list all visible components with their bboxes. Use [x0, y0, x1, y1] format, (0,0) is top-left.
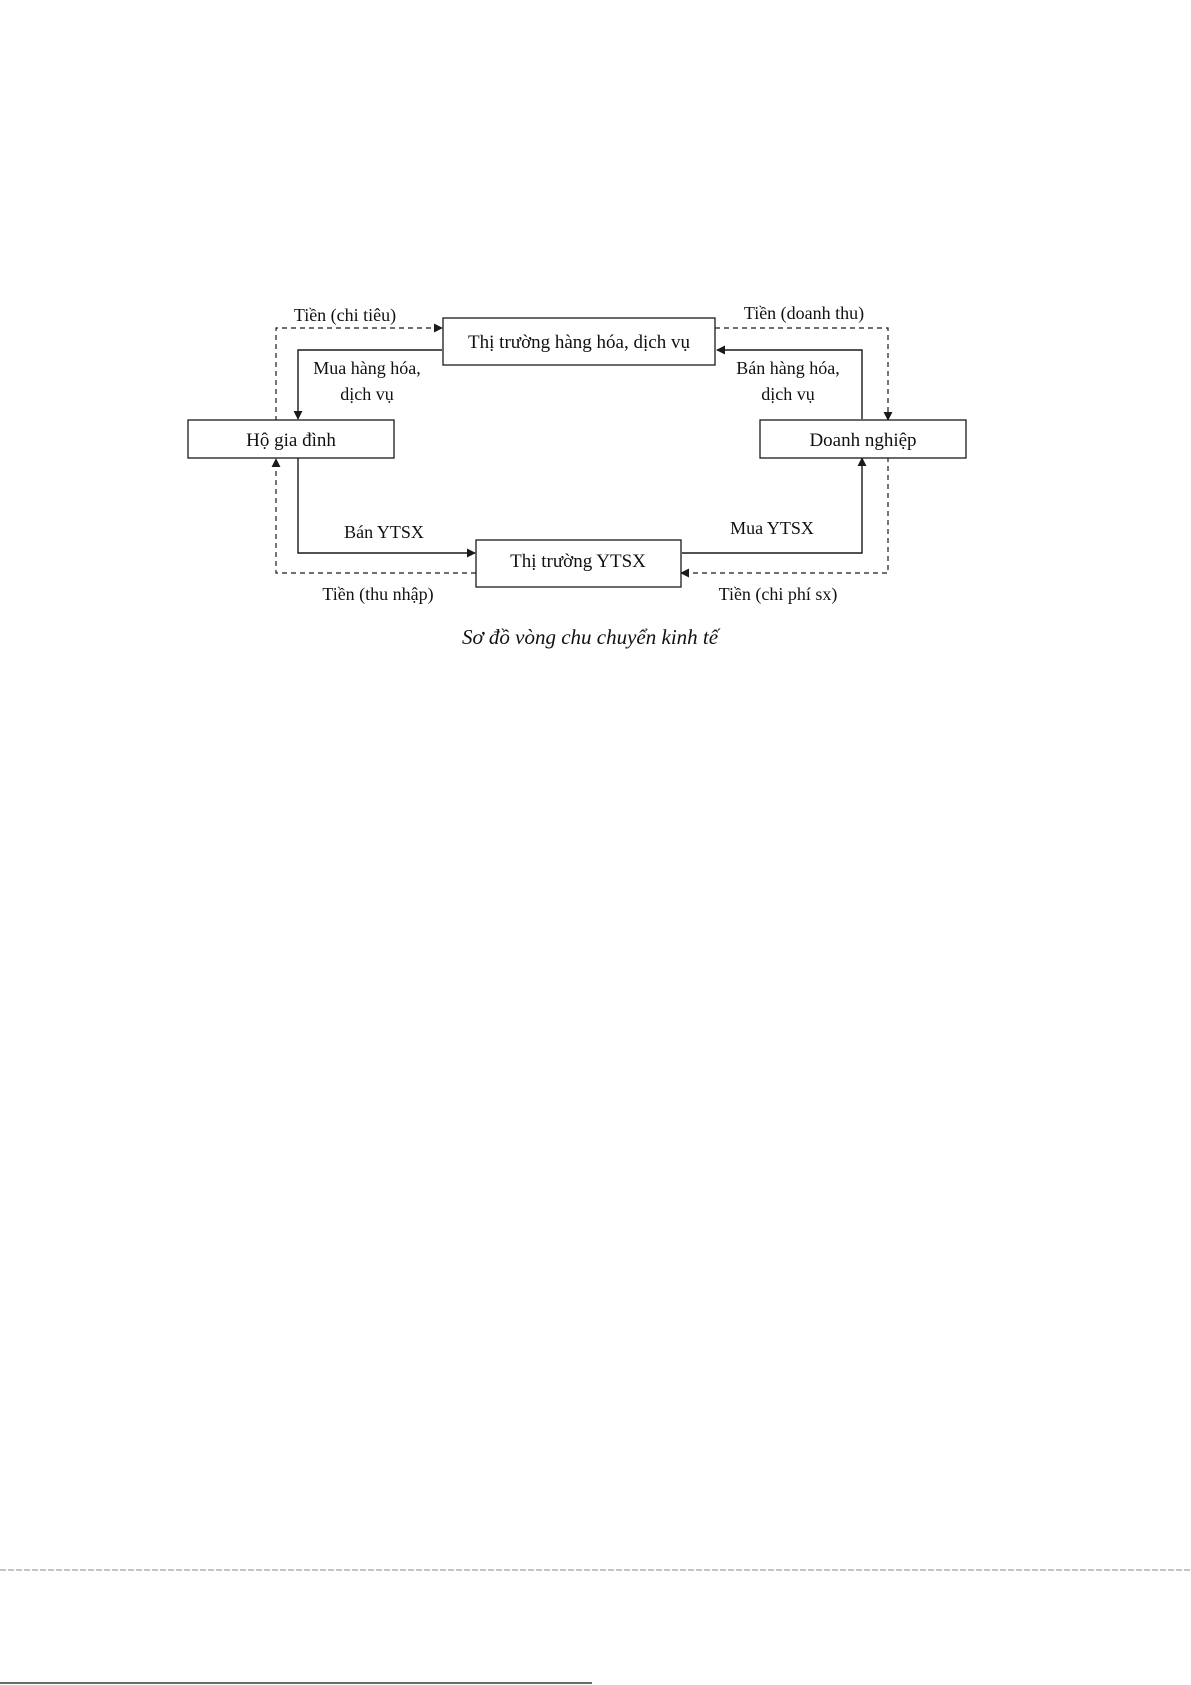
node-factor-market: Thị trường YTSX [476, 540, 681, 587]
label-sell-goods-line2: dịch vụ [761, 384, 815, 404]
flow-money-cost [681, 457, 888, 573]
flow-buy-factors [682, 458, 862, 553]
node-goods-market: Thị trường hàng hóa, dịch vụ [443, 318, 715, 365]
label-money-income: Tiền (thu nhập) [322, 584, 433, 605]
label-money-spending: Tiền (chi tiêu) [294, 305, 396, 326]
label-money-cost: Tiền (chi phí sx) [719, 584, 838, 605]
label-money-revenue: Tiền (doanh thu) [744, 303, 864, 324]
node-factor-market-label: Thị trường YTSX [510, 551, 646, 572]
node-firm-label: Doanh nghiệp [809, 430, 916, 451]
label-sell-goods-line1: Bán hàng hóa, [736, 358, 839, 378]
label-buy-goods-line1: Mua hàng hóa, [313, 358, 420, 378]
node-household-label: Hộ gia đình [246, 430, 336, 451]
node-goods-market-label: Thị trường hàng hóa, dịch vụ [468, 332, 690, 353]
flow-money-income [276, 459, 476, 573]
label-buy-factors: Mua YTSX [730, 518, 814, 538]
diagram-caption: Sơ đồ vòng chu chuyển kinh tế [462, 625, 721, 649]
node-firm: Doanh nghiệp [760, 420, 966, 458]
node-household: Hộ gia đình [188, 420, 394, 458]
label-sell-factors: Bán YTSX [344, 522, 424, 542]
label-buy-goods-line2: dịch vụ [340, 384, 394, 404]
